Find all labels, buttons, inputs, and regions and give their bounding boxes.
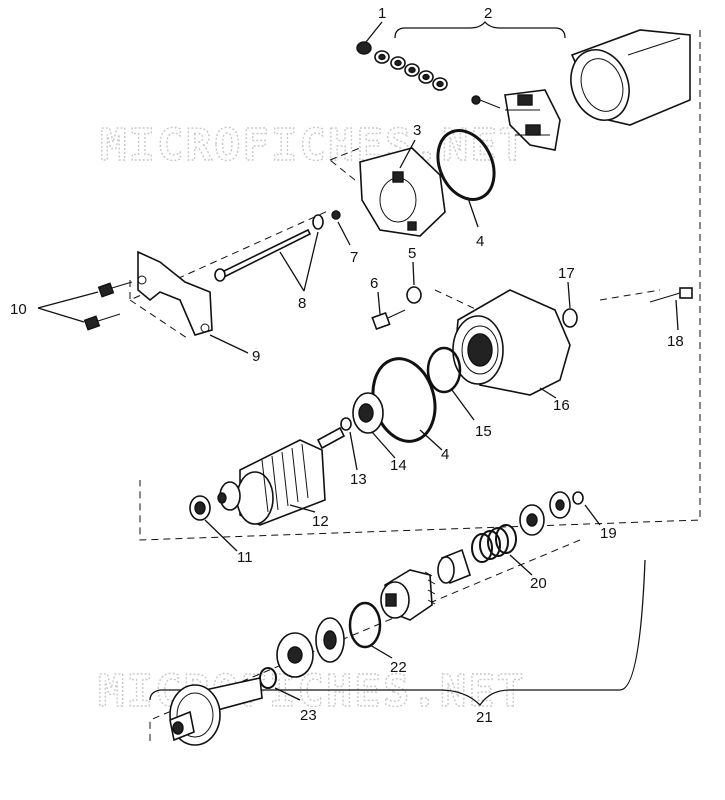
ring-22 — [348, 601, 382, 649]
front-housing — [452, 289, 571, 396]
callout-2: 2 — [484, 5, 492, 22]
callout-20: 20 — [530, 575, 547, 592]
callout-19: 19 — [600, 525, 617, 542]
callout-4-lower: 4 — [441, 446, 449, 463]
spring-20 — [471, 524, 517, 563]
callout-17: 17 — [558, 265, 575, 282]
bolt-18 — [649, 287, 693, 303]
callout-22: 22 — [390, 659, 407, 676]
watermark-top: MICROFICHES.NET — [100, 120, 527, 171]
bearing-mid — [519, 504, 545, 536]
sleeve — [437, 548, 471, 585]
motor-yoke — [570, 29, 691, 126]
callout-1: 1 — [378, 5, 386, 22]
callout-15: 15 — [475, 423, 492, 440]
callout-3: 3 — [413, 122, 421, 139]
bearing-upper — [549, 491, 571, 519]
washer-17 — [562, 308, 578, 328]
bolts-10 — [83, 281, 133, 331]
callout-9: 9 — [252, 348, 260, 365]
bearing-14 — [352, 392, 384, 434]
end-cover — [359, 147, 446, 237]
washer-stack — [356, 41, 448, 91]
clip-19 — [572, 491, 584, 505]
clutch-gear — [380, 569, 436, 621]
callout-6: 6 — [370, 275, 378, 292]
gear-plate — [315, 617, 345, 663]
through-bolt — [214, 214, 324, 282]
callout-21: 21 — [476, 709, 493, 726]
bracket-2 — [394, 20, 566, 39]
callout-18: 18 — [667, 333, 684, 350]
callout-13: 13 — [350, 471, 367, 488]
washer-5 — [406, 286, 422, 304]
mount-bracket — [137, 250, 213, 336]
dashed-frames — [129, 30, 701, 745]
leader-lines — [37, 21, 679, 701]
armature — [217, 426, 346, 526]
washer-7 — [331, 210, 341, 220]
callout-8: 8 — [298, 295, 306, 312]
callout-7: 7 — [350, 249, 358, 266]
callout-14: 14 — [390, 457, 407, 474]
clip-13 — [340, 417, 352, 431]
bracket-21 — [149, 559, 646, 707]
callout-23: 23 — [300, 707, 317, 724]
callout-12: 12 — [312, 513, 329, 530]
washer-plate — [276, 632, 314, 678]
bolt-6 — [371, 309, 406, 331]
callout-16: 16 — [553, 397, 570, 414]
pinion-shaft — [169, 677, 263, 746]
o-ring-upper — [436, 129, 496, 201]
callout-10: 10 — [10, 301, 27, 318]
callout-11: 11 — [237, 549, 253, 566]
callout-5: 5 — [408, 245, 416, 262]
brush-holder — [471, 89, 561, 151]
bushing-11 — [189, 495, 211, 521]
callout-labels: 1 2 3 4 5 6 7 8 9 10 11 12 13 14 15 4 16… — [10, 5, 684, 726]
o-ring-15 — [426, 346, 462, 394]
callout-4-upper: 4 — [476, 233, 484, 250]
